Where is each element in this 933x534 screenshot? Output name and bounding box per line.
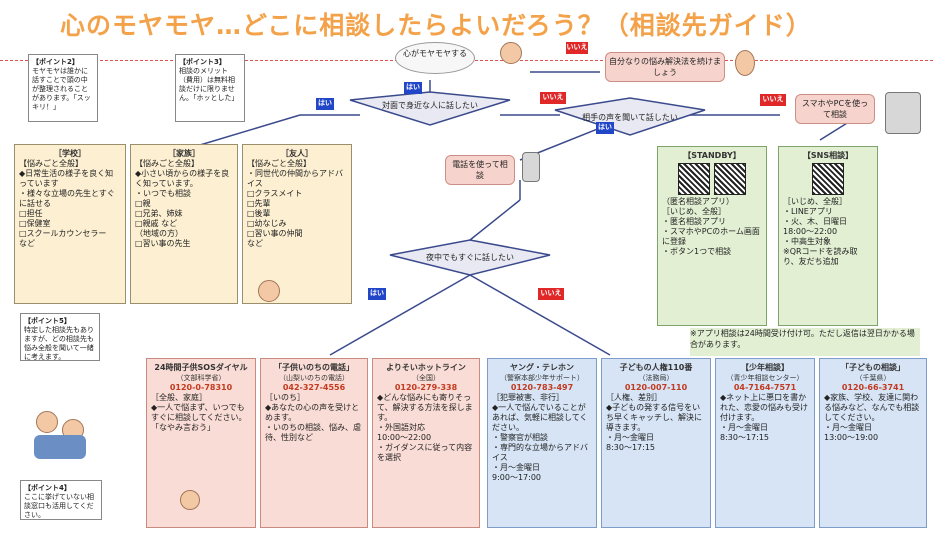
point-4-heading: 【ポイント4】 — [24, 484, 71, 492]
self-solve-box: 自分なりの悩み解決法を続けましょう — [605, 52, 725, 82]
shonen-body: ◆ネット上に悪口を書かれた、恋愛の悩みも受け付けます。 ・月〜金曜日 8:30〜… — [720, 393, 808, 442]
inochi-title: 「子供いのちの電話」 — [274, 363, 354, 372]
yorisoi-title: よりそいホットライン — [386, 363, 466, 372]
start-bubble: 心がモヤモヤする — [395, 42, 475, 74]
yes-tag: はい — [404, 82, 422, 94]
yes-tag: はい — [596, 122, 614, 134]
yorisoi-phone: 0120-279-338 — [394, 383, 458, 392]
no-tag: いいえ — [538, 288, 564, 300]
point-3-note: 【ポイント3】 相談のメリット（費用）は無料相談だけに限りません。「ホッとした」 — [175, 54, 245, 122]
jinken-phone: 0120-007-110 — [624, 383, 688, 392]
point-2-note: 【ポイント2】 モヤモヤは誰かに話すことで頭の中が整理されることがあります。「ス… — [28, 54, 98, 122]
yorisoi-org: （全国） — [412, 374, 440, 382]
sos-title: 24時間子供SOSダイヤル — [154, 363, 248, 372]
family-title: ［家族］ — [168, 149, 200, 158]
question-night: 夜中でもすぐに話したい — [426, 253, 514, 262]
phone-icon — [522, 152, 540, 182]
point-3-text: 相談のメリット（費用）は無料相談だけに限りません。「ホッとした」 — [179, 67, 239, 102]
friends-icon — [258, 280, 280, 302]
point-2-heading: 【ポイント2】 — [32, 58, 79, 66]
sos-body: ［全般、家庭］ ◆一人で悩まず、いつでもすぐに相談してください。 「なやみ言おう… — [151, 393, 247, 432]
point-3-heading: 【ポイント3】 — [179, 58, 226, 66]
inochi-phone: 042-327-4556 — [282, 383, 346, 392]
no-tag: いいえ — [540, 92, 566, 104]
line-body: ［いじめ、全般］ ・LINEアプリ ・火、木、日曜日 18:00〜22:00 ・… — [783, 197, 858, 266]
family-body: 【悩みごと全般】 ◆小さい頃からの様子を良く知っています。 ・いつでも相談 □親… — [135, 159, 230, 248]
standby-body: （匿名相談アプリ） ［いじめ、全般］ ・匿名相談アプリ ・スマホやPCのホーム画… — [662, 197, 760, 256]
human-rights-card: 子どもの人権110番 （法務局） 0120-007-110 ［人権、差別］ ◆子… — [601, 358, 711, 528]
young-phone: 0120-783-497 — [510, 383, 574, 392]
point-5-text: 特定した相談先もありますが、どの相談先も悩み全般を聞いて一緒に考えます。 — [24, 326, 94, 361]
worried-person-icon — [500, 42, 522, 64]
child-icon — [180, 490, 200, 510]
kodomo-phone: 0120-66-3741 — [841, 383, 905, 392]
sos-phone: 0120-0-78310 — [169, 383, 233, 392]
shonen-title: 【少年相談】 — [741, 363, 789, 372]
counseling-people-illustration — [30, 405, 90, 465]
young-body: ［犯罪被害、非行］ ◆一人で悩んでいることがあれば、気軽に相談してください。 ・… — [492, 393, 588, 482]
point-2-text: モヤモヤは誰かに話すことで頭の中が整理されることがあります。「スッキリ！」 — [32, 67, 91, 111]
point-4-note: 【ポイント4】 ここに挙げていない相談窓口も活用してください。 — [20, 480, 102, 520]
no-tag: いいえ — [566, 42, 588, 54]
kodomo-title: 「子どもの相談」 — [841, 363, 905, 372]
qr-code-icon — [678, 163, 710, 195]
qr-code-icon — [812, 163, 844, 195]
jinken-org: （法務局） — [638, 374, 674, 382]
school-card: ［学校］ 【悩みごと全般】 ◆日常生活の様子を良く知っています ・様々な立場の先… — [14, 144, 126, 304]
friend-title: ［友人］ — [281, 149, 313, 158]
school-title: ［学校］ — [54, 149, 86, 158]
desk-icon — [34, 435, 86, 459]
sns-consult-box: スマホやPCを使って相談 — [795, 94, 875, 124]
youth-consult-card: 【少年相談】 （青少年相談センター） 04-7164-7571 ◆ネット上に悪口… — [715, 358, 815, 528]
young-title: ヤング・テレホン — [510, 363, 574, 372]
person-icon — [36, 411, 58, 433]
young-org: （警察本部少年サポート） — [500, 374, 584, 382]
no-tag: いいえ — [760, 94, 786, 106]
point-5-heading: 【ポイント5】 — [24, 317, 71, 325]
line-title: 【SNS相談】 — [802, 151, 854, 160]
question-face-to-face: 対面で身近な人に話したい — [382, 101, 478, 110]
kodomo-body: ◆家族、学校、友達に関わる悩みなど、なんでも相談してください。 ・月〜金曜日 1… — [824, 393, 920, 442]
child-consult-card: 「子どもの相談」 （千葉県） 0120-66-3741 ◆家族、学校、友達に関わ… — [819, 358, 927, 528]
question-voice: 相手の声を聞いて話したい — [582, 113, 678, 122]
point-5-note: 【ポイント5】 特定した相談先もありますが、どの相談先も悩み全般を聞いて一緒に考… — [20, 313, 100, 361]
jinken-title: 子どもの人権110番 — [619, 363, 693, 372]
qr-code-icon — [714, 163, 746, 195]
relaxed-person-icon — [735, 50, 755, 76]
shonen-org: （青少年相談センター） — [726, 374, 804, 382]
yes-tag: はい — [316, 98, 334, 110]
family-card: ［家族］ 【悩みごと全般】 ◆小さい頃からの様子を良く知っています。 ・いつでも… — [130, 144, 238, 304]
page-title: 心のモヤモヤ…どこに相談したらよいだろう？（相談先ガイド） — [60, 11, 812, 40]
phone-consult-box: 電話を使って相談 — [445, 155, 515, 185]
shonen-phone: 04-7164-7571 — [733, 383, 797, 392]
sos-org: （文部科学省） — [176, 374, 226, 382]
yorisoi-body: ◆どんな悩みにも寄りそって、解決する方法を探します。 ・外国語対応 10:00〜… — [377, 393, 473, 462]
inochi-body: ［いのち］ ◆あなたの心の声を受けとめます。 ・いのちの相談、悩み、虐待、性別な… — [265, 393, 361, 442]
young-telephone-card: ヤング・テレホン （警察本部少年サポート） 0120-783-497 ［犯罪被害… — [487, 358, 597, 528]
yorisoi-card: よりそいホットライン （全国） 0120-279-338 ◆どんな悩みにも寄りそ… — [372, 358, 480, 528]
sos-dial-card: 24時間子供SOSダイヤル （文部科学省） 0120-0-78310 ［全般、家… — [146, 358, 256, 528]
app-note: ※アプリ相談は24時間受け付け可。ただし返信は翌日かかる場合があります。 — [690, 328, 920, 356]
line-consult-card: 【SNS相談】 ［いじめ、全般］ ・LINEアプリ ・火、木、日曜日 18:00… — [778, 146, 878, 326]
friend-body: 【悩みごと全般】 ・同世代の仲間からアドバイス □クラスメイト □先輩 □後輩 … — [247, 159, 343, 248]
point-4-text: ここに挙げていない相談窓口も活用してください。 — [24, 493, 94, 519]
inochi-org: （山梨いのちの電話） — [279, 374, 349, 382]
standby-card: 【STANDBY】 （匿名相談アプリ） ［いじめ、全般］ ・匿名相談アプリ ・ス… — [657, 146, 767, 326]
jinken-body: ［人権、差別］ ◆子どもの発する信号をいち早くキャッチし、解決に導きます。 ・月… — [606, 393, 702, 452]
kodomo-org: （千葉県） — [855, 374, 891, 382]
school-body: 【悩みごと全般】 ◆日常生活の様子を良く知っています ・様々な立場の先生とすぐに… — [19, 159, 115, 248]
smartphone-apps-icon — [885, 92, 921, 134]
yes-tag: はい — [368, 288, 386, 300]
standby-title: 【STANDBY】 — [683, 151, 741, 160]
friend-card: ［友人］ 【悩みごと全般】 ・同世代の仲間からアドバイス □クラスメイト □先輩… — [242, 144, 352, 304]
inochi-card: 「子供いのちの電話」 （山梨いのちの電話） 042-327-4556 ［いのち］… — [260, 358, 368, 528]
